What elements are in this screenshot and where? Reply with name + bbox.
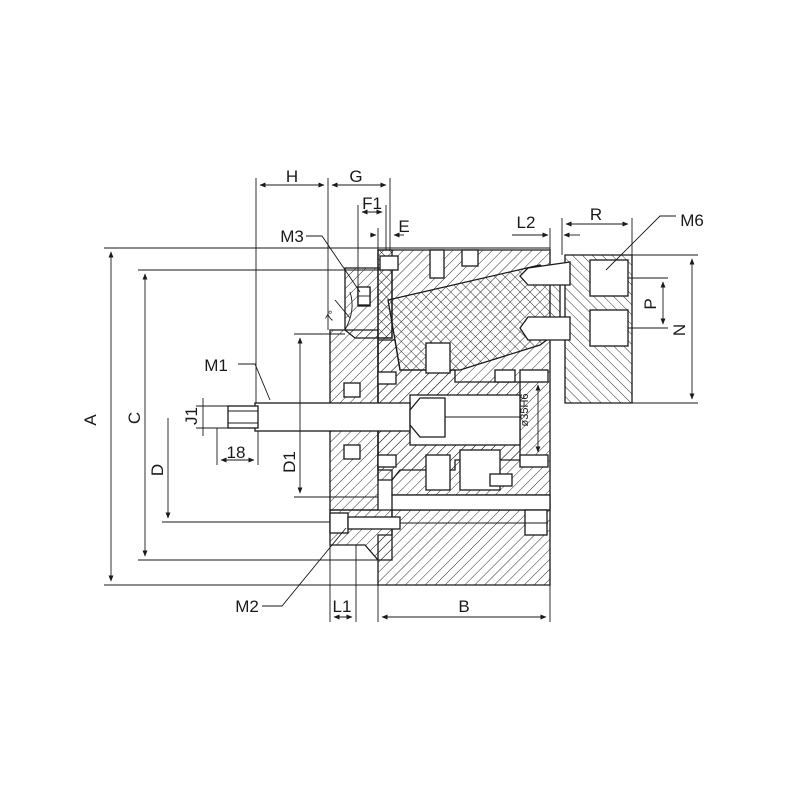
label-n: N <box>670 324 689 336</box>
bolts <box>227 255 571 534</box>
label-d1: D1 <box>280 451 299 473</box>
label-m6: M6 <box>680 211 704 230</box>
label-g: G <box>349 167 362 186</box>
label-h: H <box>286 167 298 186</box>
label-l1: L1 <box>333 597 352 616</box>
label-p: P <box>641 298 660 309</box>
m3-fitting <box>357 286 371 306</box>
label-a: A <box>81 414 100 426</box>
label-b: B <box>458 597 469 616</box>
label-f1: F1 <box>362 194 382 213</box>
label-m2: M2 <box>235 597 259 616</box>
label-18: 18 <box>227 443 246 462</box>
label-angle: 7° <box>324 309 340 324</box>
dimension-lines <box>104 178 698 622</box>
dimension-labels: A C D D1 J1 18 H G F1 E L2 R M6 M3 M1 M2… <box>81 167 704 616</box>
label-j1: J1 <box>182 407 201 425</box>
label-bore: ø35H6 <box>519 393 531 426</box>
label-r: R <box>590 205 602 224</box>
label-e: E <box>398 217 409 236</box>
label-c: C <box>125 412 144 424</box>
leader-lines <box>238 215 676 607</box>
label-m3: M3 <box>280 227 304 246</box>
label-l2: L2 <box>517 213 536 232</box>
label-d: D <box>148 464 167 476</box>
label-m1: M1 <box>204 356 228 375</box>
